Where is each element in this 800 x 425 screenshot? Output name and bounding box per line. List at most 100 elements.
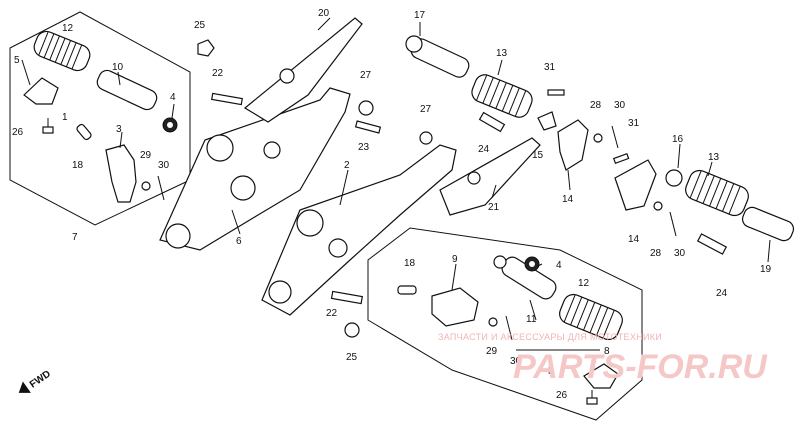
cotter-pin-30d <box>505 315 513 341</box>
callout-8: 8 <box>604 346 610 357</box>
footpeg-shaft-17 <box>405 35 470 78</box>
watermark: ЗАПЧАСТИ И АКСЕССУАРЫ ДЛЯ МОТОТЕХНИКИ PA… <box>438 332 768 386</box>
washer-29-lower <box>488 317 498 327</box>
bolt-24b <box>696 233 728 255</box>
callout-6: 6 <box>236 236 242 247</box>
spring-lower <box>524 256 540 272</box>
bracket-3 <box>105 144 137 203</box>
callout-28a: 28 <box>590 100 602 111</box>
boss-6b <box>206 134 234 162</box>
callout-24a: 24 <box>478 144 490 155</box>
callout-11: 11 <box>526 314 537 325</box>
bolt-22-lower <box>330 290 363 305</box>
callout-30b: 30 <box>614 100 626 111</box>
washer-28b <box>653 201 663 211</box>
boss-6c <box>230 175 256 201</box>
pin-18-lower <box>397 285 417 295</box>
callout-labels: 12 5 10 1 4 26 3 18 29 30 7 25 22 20 6 2… <box>12 8 772 401</box>
fwd-arrow-icon <box>18 381 31 393</box>
footpeg-rubber-left <box>33 30 91 72</box>
nut-25-lower <box>344 322 360 338</box>
callout-20: 20 <box>318 8 330 19</box>
callout-27a: 27 <box>360 70 372 81</box>
boss-2b <box>268 280 292 304</box>
footpeg-plate-left <box>23 77 59 105</box>
cotter-pin-30c <box>669 211 677 237</box>
fwd-indicator: FWD <box>18 369 53 393</box>
guard-hole-21 <box>467 171 481 185</box>
callout-31b: 31 <box>628 118 640 129</box>
callout-29b: 29 <box>486 346 498 357</box>
callout-4a: 4 <box>170 92 176 103</box>
callout-4b: 4 <box>556 260 562 271</box>
callout-13a: 13 <box>496 48 508 59</box>
callout-17: 17 <box>414 10 426 21</box>
callout-3: 3 <box>116 124 122 135</box>
pin-18-left <box>76 123 92 141</box>
footpeg-shaft-left <box>96 69 158 111</box>
bracket-arm-6 <box>159 87 351 251</box>
nut-27-top <box>358 100 374 116</box>
callout-1a: 1 <box>62 112 68 123</box>
footpeg-shaft-19 <box>741 206 795 242</box>
callout-14a: 14 <box>562 194 574 205</box>
callout-15: 15 <box>532 150 544 161</box>
callout-27b: 27 <box>420 104 432 115</box>
footpeg-rubber-13b <box>685 169 749 217</box>
leader-lines <box>21 17 771 351</box>
boss-2a <box>296 209 324 237</box>
footpeg-rubber-12b <box>559 293 623 341</box>
callout-5b: 5 <box>548 366 554 377</box>
callout-30a: 30 <box>158 160 170 171</box>
callout-18a: 18 <box>72 160 84 171</box>
group-outline-lower <box>367 227 643 421</box>
heat-guard-20 <box>243 17 363 123</box>
boss-6d <box>263 141 281 159</box>
watermark-line-2: PARTS-FOR.RU <box>513 348 768 386</box>
pin-31b <box>612 152 630 164</box>
callout-26b: 26 <box>556 390 568 401</box>
nut-27-mid <box>419 131 433 145</box>
callout-14b: 14 <box>628 234 640 245</box>
footpeg-rubber-13a <box>471 74 533 118</box>
washer-29-left <box>141 181 151 191</box>
nut-25-top <box>197 39 215 57</box>
pin-31-top <box>547 89 565 96</box>
plate-5-lower <box>583 363 619 389</box>
callout-28b: 28 <box>650 248 662 259</box>
boss-6a <box>165 223 191 249</box>
plate-15 <box>537 111 557 131</box>
callout-5a: 5 <box>14 55 20 66</box>
callout-30d: 30 <box>510 356 522 367</box>
bracket-arm-2 <box>261 144 457 316</box>
bolt-26-lower <box>586 390 598 405</box>
callout-25a: 25 <box>194 20 206 31</box>
callout-25b: 25 <box>346 352 358 363</box>
callout-24b: 24 <box>716 288 728 299</box>
callout-16: 16 <box>672 134 684 145</box>
bracket-9 <box>431 287 479 327</box>
cotter-pin-30b <box>611 125 619 149</box>
callout-9: 9 <box>452 254 458 265</box>
callout-21: 21 <box>488 202 500 213</box>
plate-16 <box>665 169 683 187</box>
callout-10: 10 <box>112 62 124 73</box>
heat-guard-21 <box>439 137 541 216</box>
callout-7: 7 <box>72 232 78 243</box>
callout-2: 2 <box>344 160 350 171</box>
bolt-23 <box>354 120 382 134</box>
callout-22a: 22 <box>212 68 224 79</box>
callout-29a: 29 <box>140 150 152 161</box>
callout-19: 19 <box>760 264 772 275</box>
spring-left <box>162 117 178 133</box>
bolt-22-top <box>211 92 243 106</box>
callout-30c: 30 <box>674 248 686 259</box>
callout-12b: 12 <box>578 278 590 289</box>
callout-31a: 31 <box>544 62 556 73</box>
watermark-line-1: ЗАПЧАСТИ И АКСЕССУАРЫ ДЛЯ МОТОТЕХНИКИ <box>438 332 662 342</box>
footpeg-shaft-11 <box>493 255 557 300</box>
callout-22b: 22 <box>326 308 338 319</box>
washer-28a <box>593 133 603 143</box>
cotter-pin-30-left <box>157 175 165 201</box>
